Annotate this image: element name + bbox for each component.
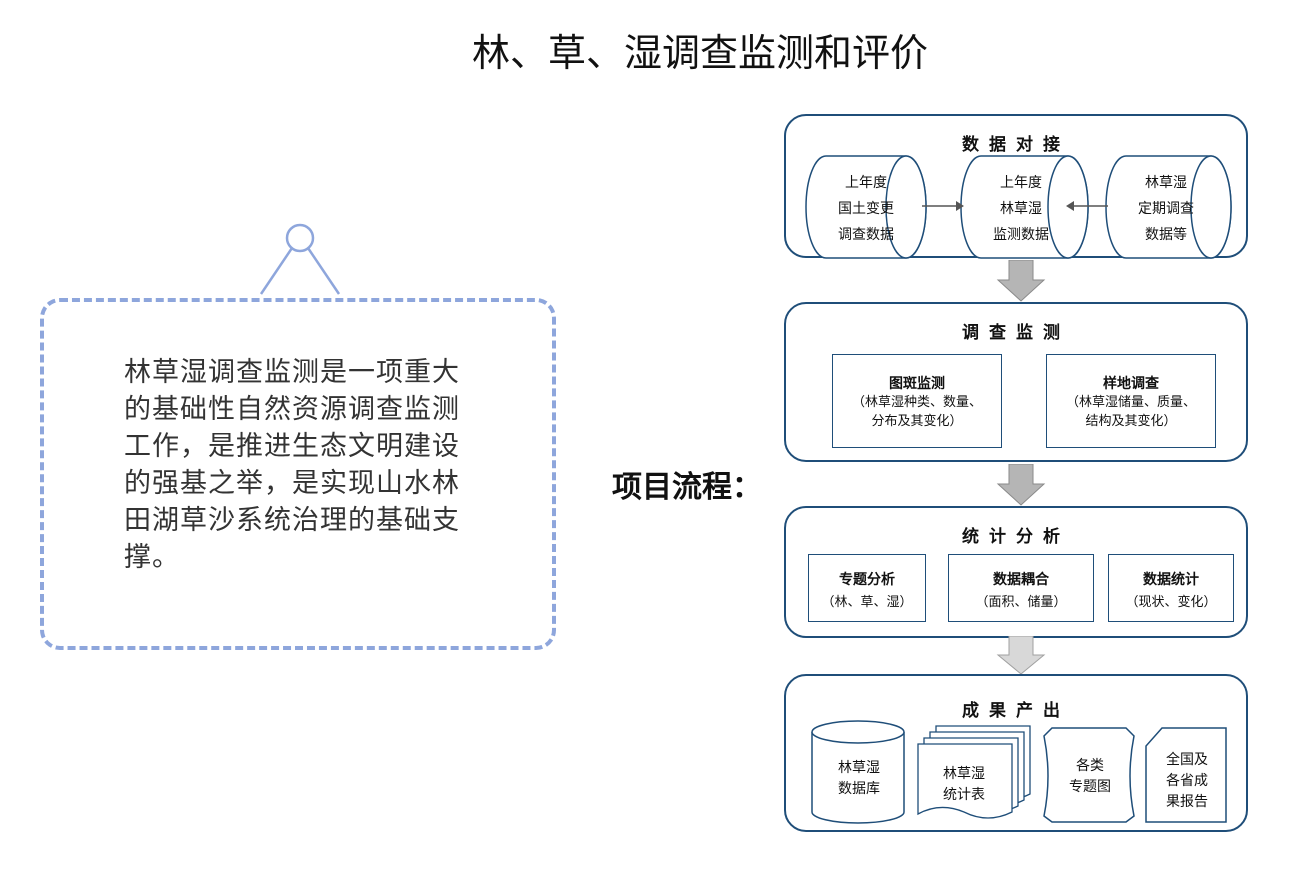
stage-statistical-analysis: 统计分析 专题分析 （林、草、湿） 数据耦合 （面积、储量） 数据统计 （现状、…: [784, 506, 1248, 638]
page-title: 林、草、湿调查监测和评价: [471, 31, 928, 75]
output-database: 林草湿 数据库: [838, 760, 880, 797]
arrow-right-icon: [922, 201, 964, 211]
report-icon: [1145, 727, 1227, 823]
thematic-analysis-box: 专题分析 （林、草、湿）: [808, 554, 926, 622]
cylinder-icon: [805, 155, 927, 259]
output-statistics-table: 林草湿 统计表: [943, 766, 985, 803]
stage-title: 成果产出: [962, 701, 1070, 721]
source-forest-monitoring: 上年度 林草湿 监测数据: [993, 175, 1049, 243]
stage-title: 调查监测: [962, 323, 1070, 343]
flow-arrow-icon: [996, 636, 1046, 675]
arrow-left-icon: [1066, 201, 1108, 211]
data-coupling-box: 数据耦合 （面积、储量）: [948, 554, 1094, 622]
stage-title: 数据对接: [962, 135, 1070, 155]
hanger-icon: [259, 223, 341, 295]
output-thematic-maps: 各类 专题图: [1069, 758, 1111, 795]
cylinder-icon: [1105, 155, 1232, 259]
flow-arrow-icon: [996, 464, 1046, 506]
description-card: 林草湿调查监测是一项重大的基础性自然资源调查监测工作，是推进生态文明建设的强基之…: [40, 298, 556, 650]
stage-title: 统计分析: [962, 527, 1070, 547]
description-text: 林草湿调查监测是一项重大的基础性自然资源调查监测工作，是推进生态文明建设的强基之…: [124, 357, 460, 573]
outputs-diagram: [811, 720, 1227, 824]
cylinders-diagram: [805, 155, 1232, 259]
stage-data-docking: 数据对接: [784, 114, 1248, 259]
flow-arrow-icon: [996, 260, 1046, 302]
stage-survey-monitoring: 调查监测 图斑监测 （林草湿种类、数量、 分布及其变化） 样地调查 （林草湿储量…: [784, 302, 1248, 462]
process-label: 项目流程：: [612, 470, 762, 505]
source-national-land: 上年度 国土变更 调查数据: [838, 175, 894, 243]
patch-monitoring-box: 图斑监测 （林草湿种类、数量、 分布及其变化）: [832, 354, 1002, 448]
flowchart: 数据对接: [784, 114, 1252, 836]
sample-plot-survey-box: 样地调查 （林草湿储量、质量、 结构及其变化）: [1046, 354, 1216, 448]
data-statistics-box: 数据统计 （现状、变化）: [1108, 554, 1234, 622]
document-stack-icon: [917, 725, 1031, 819]
database-icon: [811, 720, 905, 824]
output-reports: 全国及 各省成 果报告: [1166, 752, 1208, 810]
map-sheet-icon: [1043, 727, 1135, 823]
source-periodic-survey: 林草湿 定期调查 数据等: [1138, 175, 1194, 243]
stage-outputs: 成果产出 林草湿 数据库: [784, 674, 1248, 832]
